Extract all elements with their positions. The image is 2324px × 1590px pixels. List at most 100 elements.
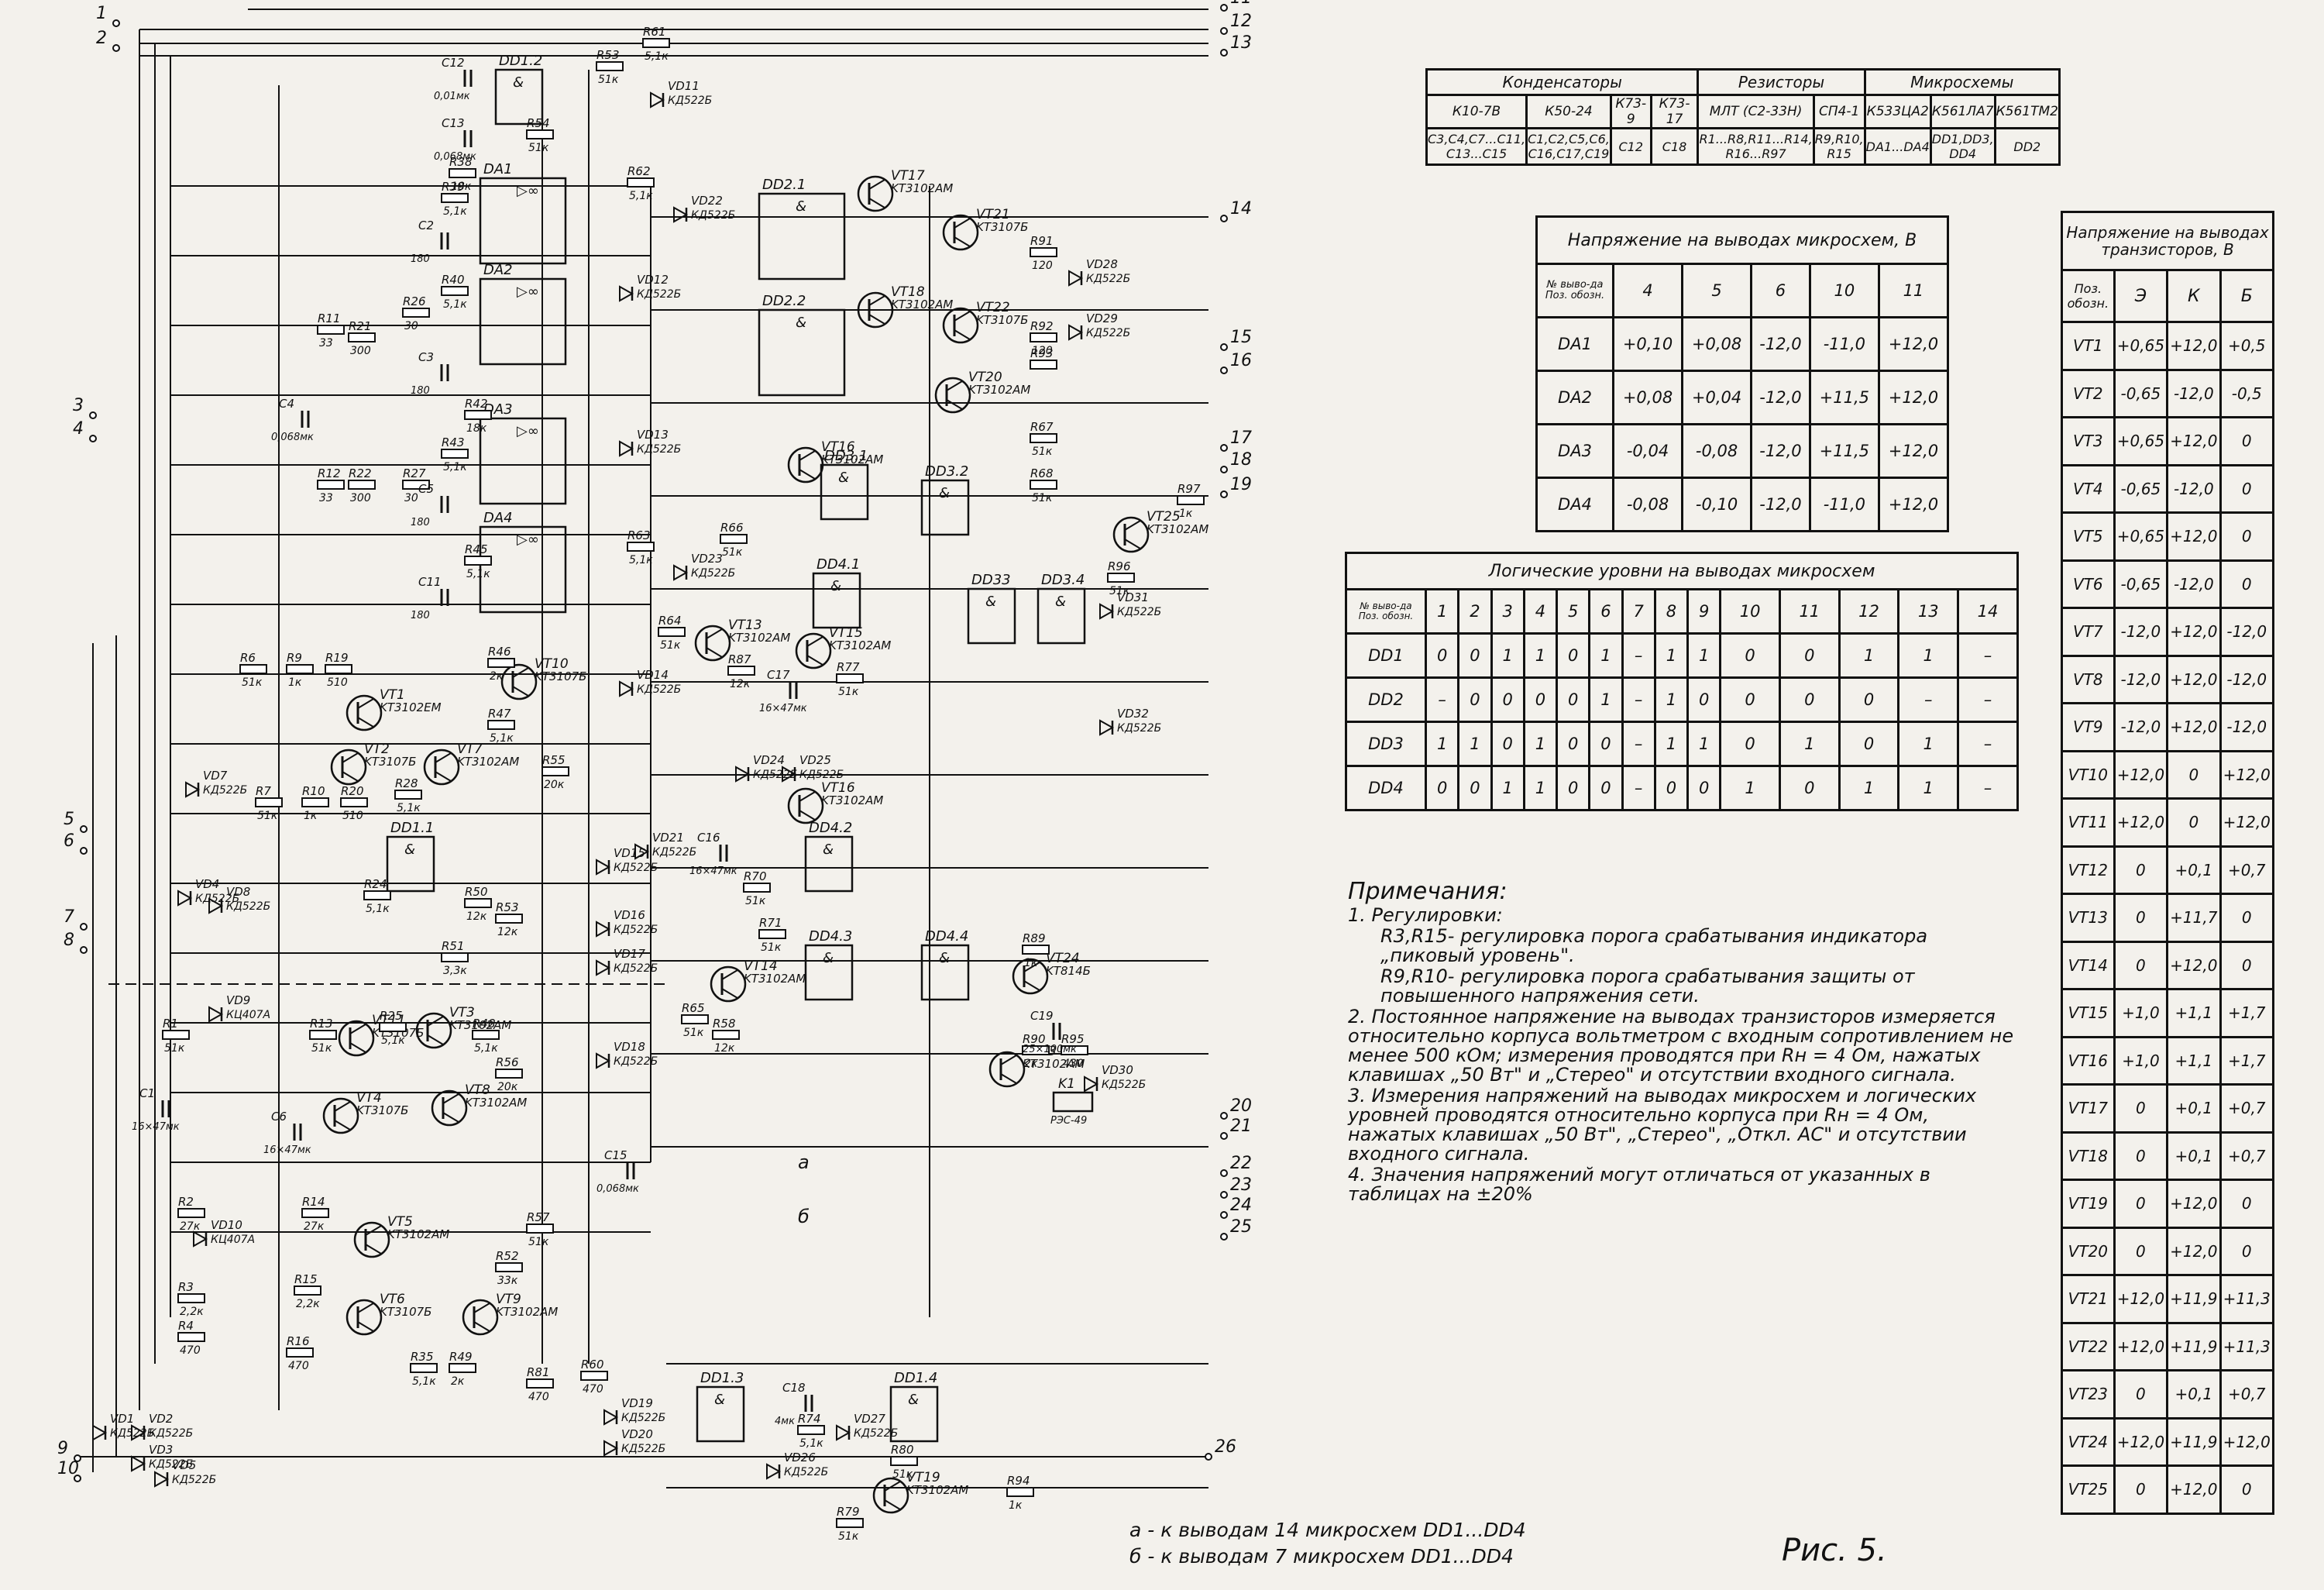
resistor <box>1030 360 1057 370</box>
ic-symbol: & <box>939 485 950 501</box>
voltage-value: -12,0 <box>2166 368 2222 418</box>
logic-value: 1 <box>1778 721 1841 767</box>
resistor-ref: R48 <box>473 1017 496 1031</box>
resistor-ref: R91 <box>1030 234 1054 248</box>
resistor-value: 120 <box>1032 345 1053 357</box>
transistor-type: KT3102AM <box>968 383 1030 397</box>
resistor-ref: R90 <box>1023 1032 1046 1046</box>
resistor <box>890 1456 918 1466</box>
logic-value: 0 <box>1653 765 1690 811</box>
transistor-ref: VT2 <box>364 742 390 757</box>
transistor <box>942 214 979 251</box>
diode-ref: VD18 <box>614 1040 645 1054</box>
resistor-value: 5,1к <box>443 461 467 473</box>
resistor-value: 51к <box>242 676 263 689</box>
resistor <box>743 883 771 893</box>
resistor-ref: R96 <box>1108 559 1131 573</box>
logic-value: 0 <box>1490 721 1525 767</box>
resistor <box>1177 495 1205 505</box>
resistor <box>526 1378 554 1389</box>
voltage-value: +0,04 <box>1681 370 1753 425</box>
voltage-value: +12,0 <box>2166 702 2222 752</box>
resistor-ref: R51 <box>442 939 465 953</box>
diode-type: КД522Б <box>172 1474 216 1486</box>
resistor <box>495 1262 523 1272</box>
voltage-value: -0,04 <box>1611 423 1684 479</box>
resistor-value: 5,1к <box>381 1034 405 1047</box>
voltage-value: +11,5 <box>1808 370 1880 425</box>
resistor <box>487 720 515 730</box>
pin-number: 4 <box>1522 588 1559 635</box>
voltage-value: +0,7 <box>2219 1083 2275 1134</box>
resistor <box>681 1014 709 1024</box>
diode <box>1068 324 1084 341</box>
voltage-value: +12,0 <box>2166 1179 2222 1229</box>
resistor-ref: R20 <box>341 784 364 798</box>
diode-type: КЦ407А <box>211 1234 255 1246</box>
resistor-value: 470 <box>288 1360 309 1372</box>
resistor-ref: R54 <box>527 116 550 130</box>
resistor-ref: R77 <box>837 660 860 674</box>
resistor-value: 51к <box>1109 585 1130 597</box>
resistor <box>402 480 430 490</box>
resistor <box>410 1363 438 1373</box>
pin-label: 1 <box>96 4 107 23</box>
resistor-value: 5,1к <box>443 205 467 218</box>
voltage-value: -12,0 <box>2166 463 2222 514</box>
ic-symbol: & <box>830 578 841 594</box>
diode-ref: VD29 <box>1086 311 1118 325</box>
pin-label: 20 <box>1230 1096 1252 1116</box>
resistor-ref: R46 <box>488 645 511 659</box>
ic-label: DD4.3 <box>809 928 852 945</box>
transistor-type: KT3107Б <box>364 755 416 769</box>
resistor-value: 5,1к <box>629 190 653 202</box>
connector-pin <box>1220 1233 1228 1241</box>
ic-symbol: & <box>796 198 806 215</box>
logic-value: 0 <box>1778 632 1841 679</box>
ic-voltage-row: DA3-0,04-0,08-12,0+11,5+12,0 <box>1535 423 1950 479</box>
logic-value: – <box>1957 632 2019 679</box>
voltage-value: +12,0 <box>2219 749 2275 800</box>
diode-ref: VD26 <box>784 1451 816 1464</box>
diode-ref: VD2 <box>149 1412 173 1426</box>
voltage-value: +12,0 <box>1877 370 1950 425</box>
ic-voltage-title-row: Напряжение на выводах микросхем, В <box>1535 215 1949 265</box>
resistor-ref: R35 <box>411 1350 434 1364</box>
transistor-name: VT3 <box>2061 416 2116 466</box>
transistor-ref: VT3 <box>449 1005 475 1020</box>
capacitor-value: 180 <box>411 385 430 397</box>
diode-ref: VD4 <box>195 877 219 891</box>
resistor <box>627 177 655 188</box>
ic-symbol: & <box>513 74 524 91</box>
logic-value: 0 <box>1555 676 1591 723</box>
resistor <box>472 1030 500 1040</box>
voltage-value: 0 <box>2113 1083 2169 1134</box>
component-type: К561ТМ2 <box>1993 94 2061 129</box>
resistor-ref: R47 <box>488 707 511 721</box>
resistor <box>495 1069 523 1079</box>
transistor-type: KT3102AM <box>821 793 883 807</box>
resistor <box>363 890 391 900</box>
transistor <box>1112 516 1150 553</box>
resistor-ref: R10 <box>302 784 325 798</box>
voltage-value: 0 <box>2113 845 2169 895</box>
capacitor-value: 16×47мк <box>263 1144 311 1156</box>
resistor-ref: R65 <box>682 1001 705 1015</box>
ic-dd1-4 <box>889 1385 939 1443</box>
logic-value: 0 <box>1555 632 1591 679</box>
resistor-value: 51к <box>1032 492 1053 504</box>
voltage-value: +0,08 <box>1611 370 1684 425</box>
resistor-value: 470 <box>180 1344 201 1357</box>
resistor-ref: R71 <box>759 916 782 930</box>
connector-pin <box>89 411 97 419</box>
diode <box>836 1424 851 1441</box>
voltage-value: +11,7 <box>2166 893 2222 943</box>
resistor-ref: R3 <box>178 1280 194 1294</box>
vt-row: VT16+1,0+1,1+1,7 <box>2061 1035 2275 1086</box>
resistor-ref: R61 <box>643 25 666 39</box>
resistor-value: 51к <box>838 1530 859 1543</box>
transistor-name: VT21 <box>2061 1274 2116 1324</box>
voltage-value: +11,9 <box>2166 1416 2222 1467</box>
